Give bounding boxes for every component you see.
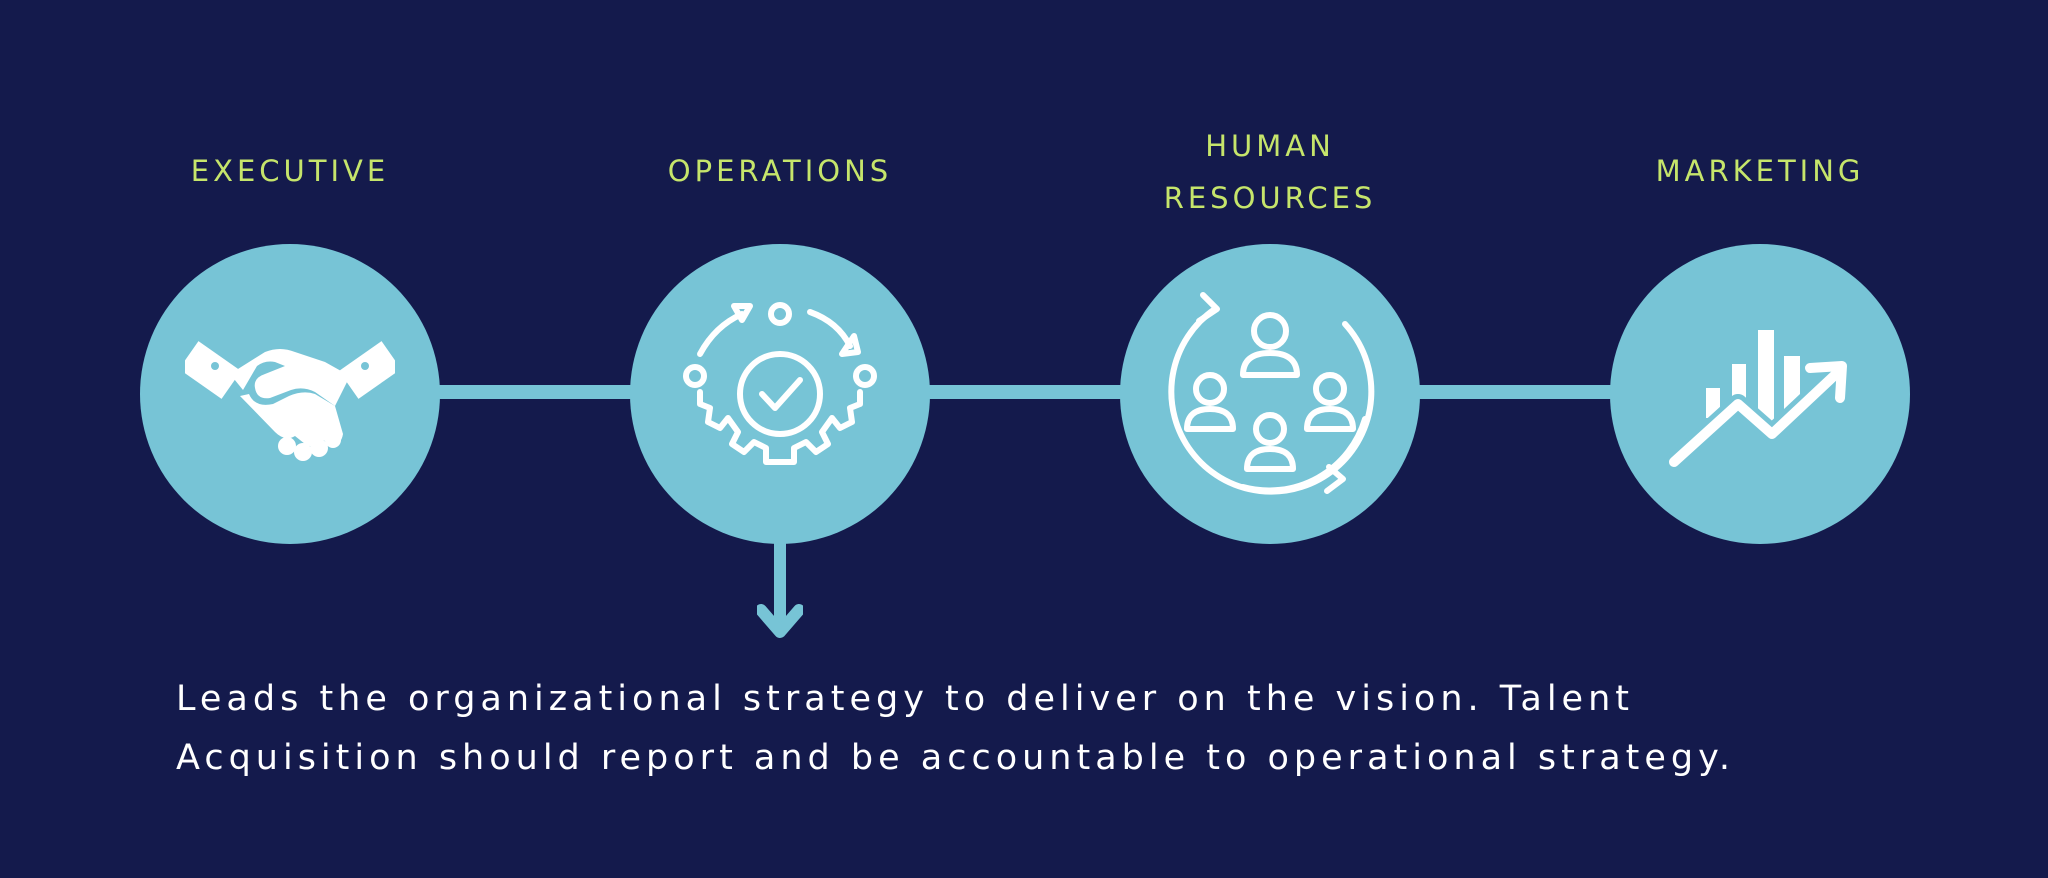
down-arrow-icon bbox=[757, 540, 803, 638]
stage-label-marketing: MARKETING bbox=[1655, 154, 1865, 188]
operations-description: Leads the organizational strategy to del… bbox=[176, 679, 1735, 778]
handshake-icon bbox=[185, 341, 395, 461]
stage-circle-operations bbox=[630, 244, 930, 544]
growth-chart-icon bbox=[1664, 330, 1847, 472]
stage-circle-marketing bbox=[1610, 244, 1910, 544]
connector-line-1 bbox=[430, 385, 640, 399]
stage-label-executive: EXECUTIVE bbox=[190, 154, 390, 188]
stage-label-human-resources: HUMAN RESOURCES bbox=[1163, 129, 1377, 215]
stage-circle-human-resources bbox=[1120, 244, 1420, 544]
connector-line-3 bbox=[1410, 385, 1620, 399]
stage-circle-executive bbox=[140, 244, 440, 544]
stage-label-operations: OPERATIONS bbox=[667, 154, 893, 188]
gear-process-icon bbox=[683, 302, 877, 465]
team-cycle-icon bbox=[1168, 292, 1375, 495]
connector-line-2 bbox=[920, 385, 1130, 399]
